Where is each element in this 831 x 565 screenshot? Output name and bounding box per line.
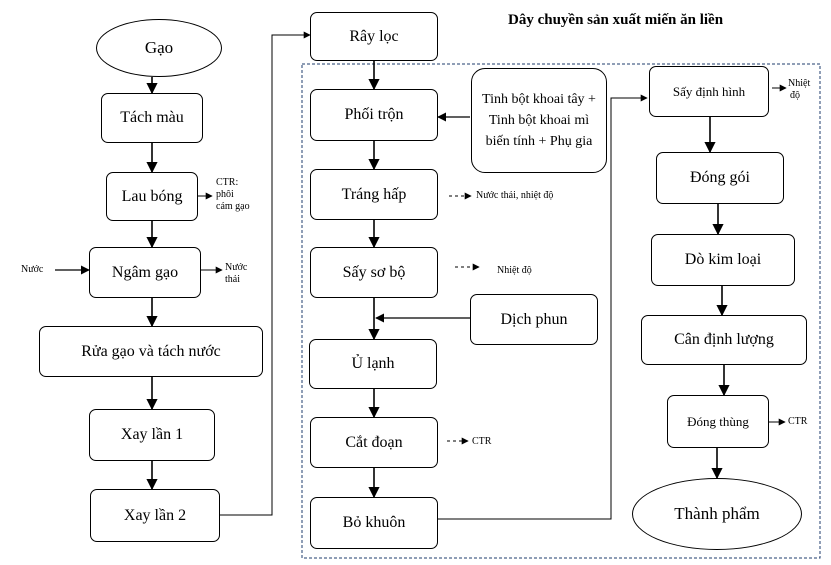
- note-say-so-bo-output: Nhiệt độ: [497, 265, 532, 276]
- node-u-lanh: Ủ lạnh: [309, 339, 437, 389]
- node-xay-lan-2: Xay lần 2: [90, 489, 220, 542]
- node-ingredients: Tinh bột khoai tây + Tinh bột khoai mì b…: [471, 68, 607, 173]
- note-nhiet-do-line2: độ: [790, 90, 800, 101]
- node-dong-goi: Đóng gói: [656, 152, 784, 204]
- node-trang-hap: Tráng hấp: [310, 169, 438, 220]
- note-ctr-line3: cám gạo: [216, 201, 250, 212]
- node-xay-lan-1: Xay lần 1: [89, 409, 215, 461]
- diagram-title: Dây chuyền sản xuất miến ăn liền: [508, 12, 724, 28]
- note-trang-hap-output: Nước thải, nhiệt độ: [476, 190, 554, 201]
- node-rua-gao: Rửa gạo và tách nước: [39, 326, 263, 377]
- group-frame: [301, 63, 821, 559]
- arrow-bokhuon-saydinhhinh: [438, 94, 648, 520]
- note-ctr-line2: phôi: [216, 189, 234, 200]
- node-dong-thung: Đóng thùng: [667, 395, 769, 448]
- node-bo-khuon: Bỏ khuôn: [310, 497, 438, 549]
- note-nuoc-thai-line2: thải: [225, 274, 240, 285]
- node-cat-doan: Cắt đoạn: [310, 417, 438, 468]
- arrow-xay2-rayloc: [220, 31, 311, 516]
- node-thanh-pham: Thành phẩm: [632, 478, 802, 550]
- node-can-dinh-luong: Cân định lượng: [641, 315, 807, 365]
- node-ngam-gao: Ngâm gạo: [89, 247, 201, 298]
- note-nhiet-do-line1: Nhiệt: [788, 78, 811, 89]
- node-lau-bong: Lau bóng: [106, 172, 198, 221]
- note-nuoc-thai-line1: Nước: [225, 262, 248, 273]
- node-say-dinh-hinh: Sấy định hình: [649, 66, 769, 117]
- note-cat-doan-output: CTR: [472, 436, 492, 447]
- node-gao: Gạo: [96, 19, 222, 77]
- note-ctr-line1: CTR:: [216, 177, 239, 188]
- node-phoi-tron: Phối trộn: [310, 89, 438, 141]
- note-nuoc-in: Nước: [21, 264, 44, 275]
- node-ray-loc: Rây lọc: [310, 12, 438, 61]
- node-dich-phun: Dịch phun: [470, 294, 598, 345]
- node-tach-mau: Tách màu: [101, 93, 203, 143]
- node-do-kim-loai: Dò kim loại: [651, 234, 795, 286]
- node-say-so-bo: Sấy sơ bộ: [310, 247, 438, 298]
- note-ctr-dong-thung: CTR: [788, 416, 808, 427]
